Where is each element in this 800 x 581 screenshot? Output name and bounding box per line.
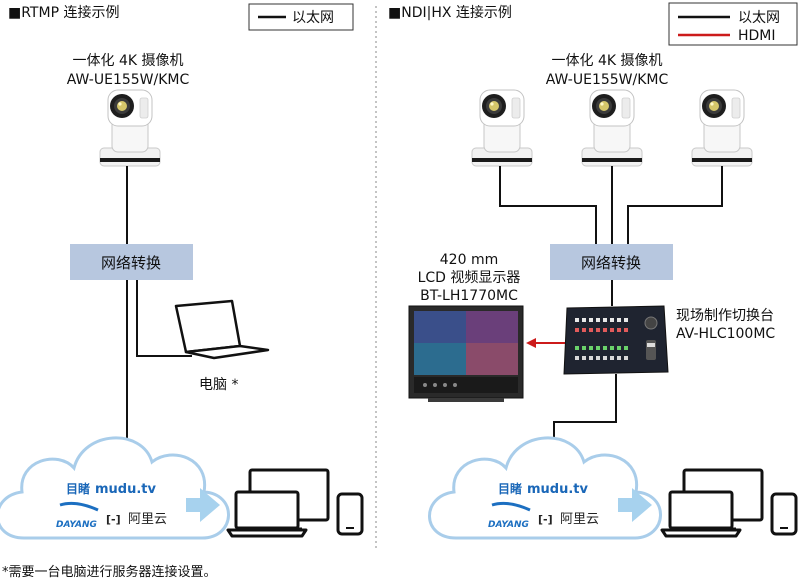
left-viewer-devices-icon bbox=[226, 468, 364, 538]
mudu-logo-glyphs: 目睹 bbox=[66, 481, 90, 496]
laptop-label: 电脑 * bbox=[199, 377, 238, 393]
left-panel-title: ■RTMP 连接示例 bbox=[8, 4, 119, 21]
dayang-logo-text: DAYANG bbox=[56, 520, 97, 530]
laptop-icon bbox=[174, 299, 270, 360]
right-camera-name: 一体化 4K 摄像机 bbox=[552, 53, 663, 69]
aliyun-logo-mark: [-] bbox=[106, 513, 121, 526]
switcher-model: AV-HLC100MC bbox=[676, 326, 775, 342]
monitor-name: LCD 视频显示器 bbox=[418, 270, 521, 286]
right-panel-title: ■NDI|HX 连接示例 bbox=[388, 4, 512, 21]
ethernet-legend-label: 以太网 bbox=[292, 10, 334, 26]
right-legend: 以太网 HDMI bbox=[668, 2, 798, 46]
right-camera-3-icon bbox=[691, 89, 753, 167]
hdmi-legend-label: HDMI bbox=[738, 28, 776, 44]
mudu-logo-domain: mudu.tv bbox=[95, 482, 157, 497]
left-legend: 以太网 bbox=[248, 3, 354, 31]
aliyun-logo-mark: [-] bbox=[538, 513, 553, 526]
monitor-size: 420 mm bbox=[440, 252, 498, 268]
right-camera-model: AW-UE155W/KMC bbox=[546, 72, 669, 88]
right-network-switch-box bbox=[550, 244, 673, 280]
right-cloud-logos: 目睹 mudu.tv DAYANG [-] 阿里云 bbox=[488, 481, 599, 530]
left-network-switch-label: 网络转换 bbox=[101, 254, 161, 272]
switch-to-laptop-line bbox=[136, 280, 192, 357]
production-switcher-icon bbox=[563, 305, 669, 375]
left-cloud-logos: 目睹 mudu.tv DAYANG [-] 阿里云 bbox=[56, 481, 167, 530]
left-network-switch-box bbox=[70, 244, 193, 280]
camera1-to-switch-line bbox=[499, 166, 597, 244]
left-camera-name: 一体化 4K 摄像机 bbox=[73, 53, 184, 69]
monitor-model: BT-LH1770MC bbox=[420, 288, 518, 304]
lcd-monitor-icon bbox=[408, 305, 524, 402]
right-viewer-devices-icon bbox=[660, 468, 798, 538]
aliyun-logo-text: 阿里云 bbox=[560, 512, 599, 527]
right-panel: ■NDI|HX 连接示例 以太网 HDMI 一体化 4K 摄像机 AW-UE15… bbox=[388, 2, 798, 540]
left-camera-icon bbox=[99, 89, 161, 167]
left-camera-model: AW-UE155W/KMC bbox=[67, 72, 190, 88]
aliyun-logo-text: 阿里云 bbox=[128, 512, 167, 527]
mudu-logo-glyphs: 目睹 bbox=[498, 481, 522, 496]
left-panel: ■RTMP 连接示例 以太网 一体化 4K 摄像机 AW-UE155W/KMC … bbox=[0, 3, 364, 540]
ethernet-legend-label: 以太网 bbox=[738, 10, 780, 26]
right-camera-1-icon bbox=[471, 89, 533, 167]
switcher-name: 现场制作切换台 bbox=[676, 307, 774, 324]
right-camera-2-icon bbox=[581, 89, 643, 167]
camera3-to-switch-line bbox=[627, 166, 723, 244]
dayang-logo-text: DAYANG bbox=[488, 520, 529, 530]
mudu-logo-domain: mudu.tv bbox=[527, 482, 589, 497]
right-network-switch-label: 网络转换 bbox=[581, 254, 641, 272]
footnote: *需要一台电脑进行服务器连接设置。 bbox=[2, 564, 217, 580]
